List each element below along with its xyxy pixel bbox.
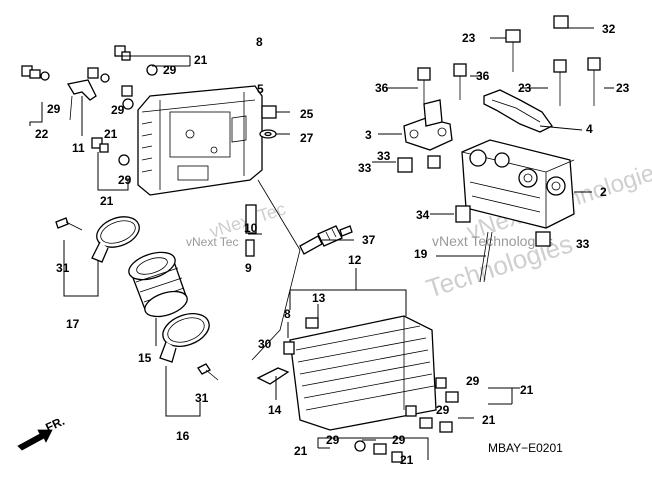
callout-29-f: 29: [436, 403, 450, 417]
callout-25: 25: [300, 107, 314, 121]
callout-23-c: 23: [616, 81, 630, 95]
callout-36-a: 36: [375, 81, 389, 95]
callout-16: 16: [176, 429, 190, 443]
callout-21-e: 21: [482, 413, 496, 427]
callout-32: 32: [602, 22, 616, 36]
callout-12: 12: [348, 253, 362, 267]
rear-head-cover: [137, 85, 263, 196]
front-marker-label: FR.: [43, 414, 66, 435]
leader-lines: [29, 27, 614, 460]
callout-29-c: 29: [111, 103, 125, 117]
callout-11: 11: [72, 141, 85, 155]
callout-36-b: 36: [476, 69, 490, 83]
callout-33-c: 33: [576, 237, 590, 251]
callout-34: 34: [416, 208, 430, 222]
callout-2: 2: [600, 185, 607, 199]
watermark-right: vNext Technologies: [432, 233, 553, 249]
cylinder: [256, 315, 437, 431]
callout-33-b: 33: [358, 161, 372, 175]
callout-21-c: 21: [100, 194, 114, 208]
cap-nut-and-washer: [259, 105, 277, 139]
callout-19: 19: [414, 247, 428, 261]
head-bolts: [417, 15, 601, 106]
callout-29-g: 29: [326, 433, 340, 447]
callout-15: 15: [138, 351, 152, 365]
intake-joint-assembly: [55, 216, 219, 381]
callout-4: 4: [586, 122, 593, 136]
callout-23-a: 23: [462, 31, 476, 45]
callout-29-d: 29: [118, 173, 132, 187]
callout-21-f: 21: [294, 444, 308, 458]
callout-14: 14: [268, 403, 282, 417]
cylinder-head: [461, 139, 575, 229]
stud-19: [479, 231, 493, 283]
head-gasket-4: [483, 89, 553, 133]
callout-31-a: 31: [56, 261, 70, 275]
callout-13: 13: [312, 291, 326, 305]
cylinder-fasteners: [354, 377, 459, 463]
callout-29-e: 29: [466, 374, 480, 388]
callout-17: 17: [66, 317, 80, 331]
callout-21-b: 21: [104, 127, 118, 141]
callout-21-d: 21: [520, 383, 534, 397]
callout-31-b: 31: [195, 391, 209, 405]
callout-29-b: 29: [47, 102, 61, 116]
callout-29-a: 29: [163, 63, 177, 77]
rocker-holder-3: [403, 99, 453, 151]
callout-8-mid: 8: [284, 307, 291, 321]
callout-9: 9: [245, 261, 252, 275]
front-arrow: FR.: [17, 414, 67, 451]
callout-23-b: 23: [518, 81, 532, 95]
callout-22: 22: [35, 127, 49, 141]
callouts: 8 21 29 29 22 21 29 11 29 21 5 25 27 10 …: [35, 22, 630, 467]
callout-21-a: 21: [194, 53, 208, 67]
callout-30: 30: [258, 337, 272, 351]
watermark-left: vNext Tec: [186, 235, 238, 249]
callout-27: 27: [300, 131, 314, 145]
diagram-code: MBAY−E0201: [488, 441, 563, 455]
dowels: [397, 155, 551, 247]
callout-29-h: 29: [392, 433, 406, 447]
callout-21-g: 21: [400, 453, 414, 467]
callout-33-a: 33: [377, 149, 391, 163]
callout-3: 3: [365, 128, 372, 142]
callout-5: 5: [257, 82, 264, 96]
spark-plug: [299, 225, 353, 255]
callout-37: 37: [362, 233, 376, 247]
callout-10: 10: [244, 221, 258, 235]
callout-8-top: 8: [256, 35, 263, 49]
gasket-9-10: [245, 179, 301, 361]
